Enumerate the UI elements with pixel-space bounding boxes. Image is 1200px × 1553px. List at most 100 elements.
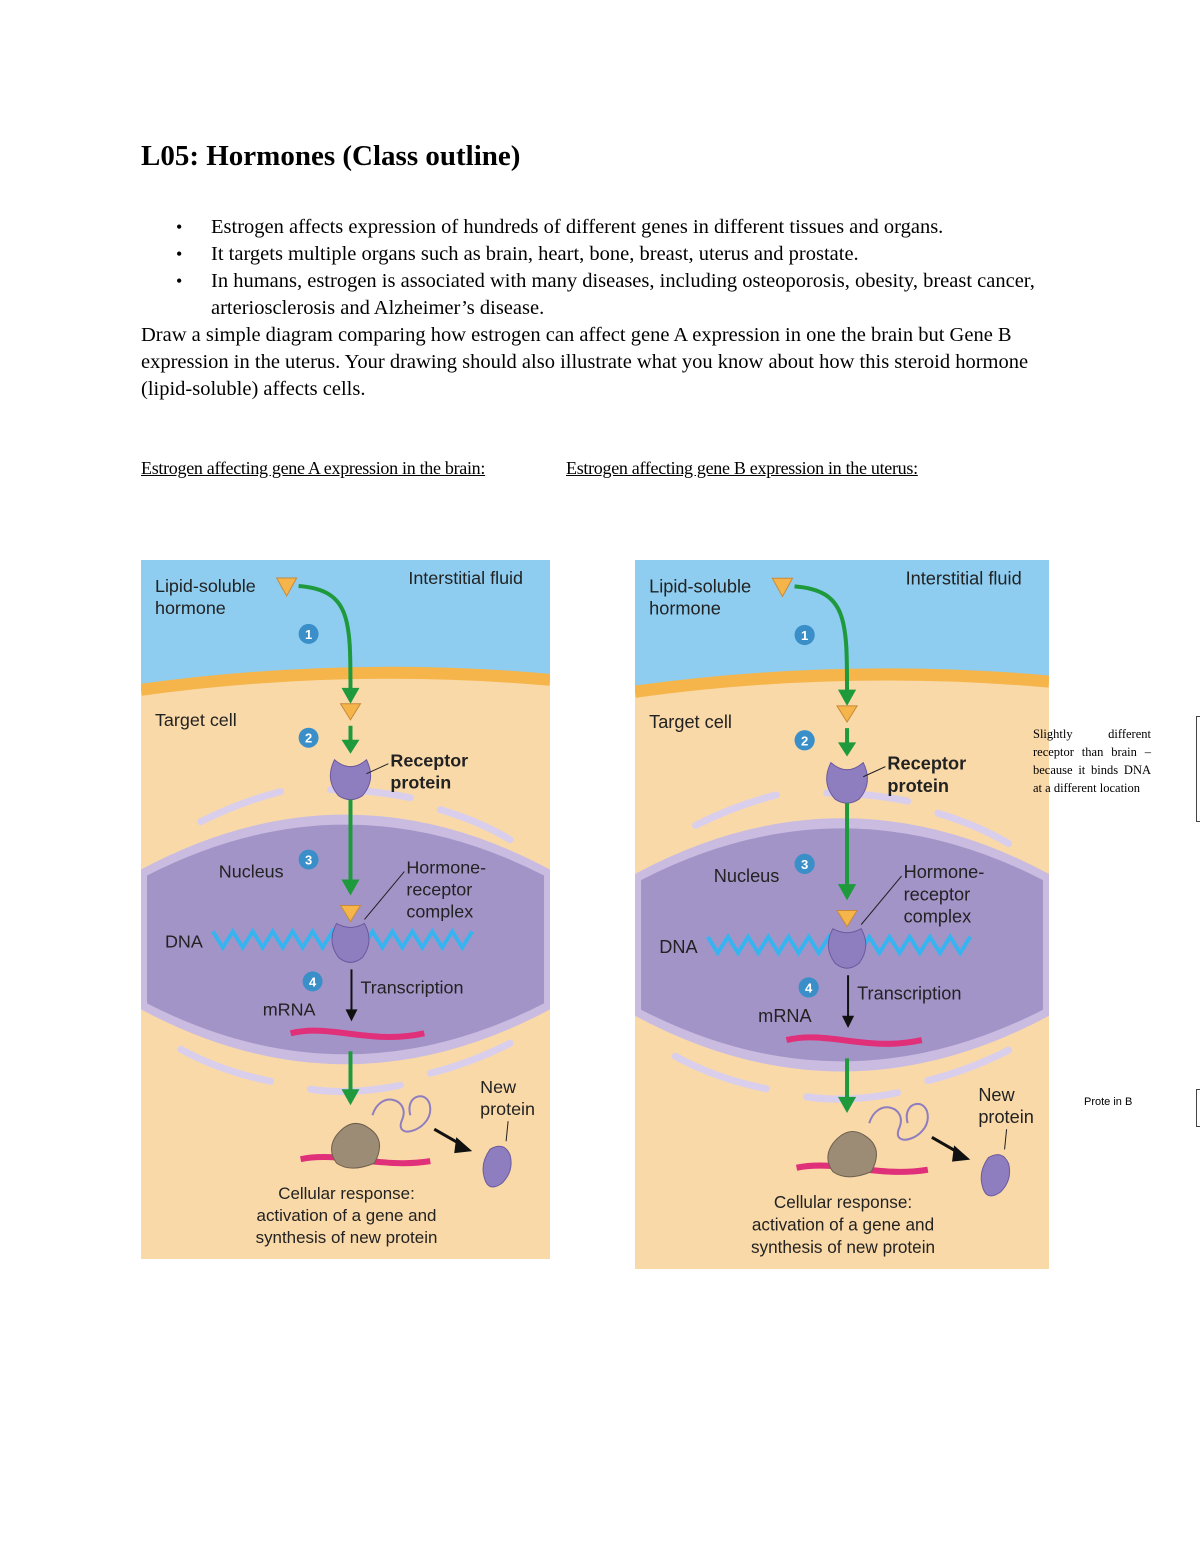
mrna-label: mRNA — [758, 1006, 812, 1026]
bullet-text: Estrogen affects expression of hundreds … — [211, 216, 944, 238]
cellular-response-label: activation of a gene and — [752, 1214, 934, 1234]
polypeptide-chain — [371, 1095, 432, 1133]
bullet-list: • Estrogen affects expression of hundreds… — [141, 214, 1071, 322]
step-number: 3 — [305, 853, 312, 868]
step-circle — [794, 624, 815, 646]
cellular-response-label: synthesis of new protein — [256, 1228, 438, 1247]
assignment-prompt: Draw a simple diagram comparing how estr… — [141, 324, 1029, 400]
cropped-box — [1196, 1089, 1200, 1127]
dna-label: DNA — [659, 937, 698, 957]
mrna-strand — [785, 1034, 923, 1047]
receptor-label: Receptor — [887, 754, 966, 774]
complex-label: Hormone- — [406, 858, 486, 878]
arrow-head — [341, 739, 360, 754]
complex-label: receptor — [406, 880, 472, 900]
hormone-molecule — [771, 577, 794, 598]
hormone-receptor-complex — [827, 927, 867, 969]
cellular-response-label: Cellular response: — [774, 1192, 912, 1212]
leader-line — [862, 766, 886, 778]
step-circle — [298, 623, 319, 644]
bullet-dot: • — [176, 244, 183, 264]
step-number: 1 — [305, 627, 312, 642]
nucleus-label: Nucleus — [714, 866, 780, 886]
subheading-brain: Estrogen affecting gene A expression in … — [141, 458, 486, 478]
side-note: Slightly different receptor than brain –… — [1033, 727, 1151, 795]
mrna-strand — [289, 1027, 425, 1040]
arrow-head — [341, 1089, 360, 1106]
arrow-head — [952, 1145, 971, 1162]
mrna-label: mRNA — [263, 999, 316, 1019]
complex-label: Hormone- — [904, 862, 985, 882]
new-protein-label: protein — [978, 1107, 1034, 1127]
target-cell-label: Target cell — [649, 712, 732, 732]
arrow-head — [341, 687, 360, 704]
receptor-label: protein — [887, 776, 949, 796]
hormone-molecule — [836, 909, 859, 928]
hormone-label: hormone — [155, 598, 226, 618]
new-protein-label: protein — [480, 1099, 535, 1119]
hormone-label: hormone — [649, 599, 721, 619]
nuclear-pores — [177, 786, 514, 1095]
arrow-head — [837, 742, 857, 757]
arrow-head — [454, 1137, 473, 1154]
complex-label: receptor — [904, 884, 971, 904]
step-number: 1 — [801, 628, 808, 643]
arrow-head — [837, 884, 857, 901]
leader-line — [1004, 1129, 1008, 1150]
diagram-brain: Lipid-soluble hormone Interstitial fluid… — [141, 560, 550, 1259]
bullet-dot: • — [176, 217, 183, 237]
hormone-label: Lipid-soluble — [649, 576, 751, 596]
nuclear-pores — [671, 789, 1013, 1103]
leader-line — [505, 1121, 509, 1142]
step-circle — [298, 849, 319, 870]
bullet-item: •It targets multiple organs such as brai… — [141, 241, 1071, 268]
receptor-protein — [329, 758, 372, 801]
hormone-label: Lipid-soluble — [155, 576, 256, 596]
new-protein-label: New — [978, 1085, 1015, 1105]
interstitial-fluid-label: Interstitial fluid — [906, 568, 1022, 588]
transcription-label: Transcription — [360, 977, 463, 997]
target-cell-label: Target cell — [155, 710, 237, 730]
diagram-uterus: Lipid-soluble hormone Interstitial fluid… — [635, 560, 1049, 1269]
leader-line — [860, 875, 902, 925]
subheading-uterus: Estrogen affecting gene B expression in … — [566, 458, 918, 478]
step-circle — [798, 977, 819, 998]
bullet-item: • In humans, estrogen is associated with … — [141, 268, 1071, 322]
page-title: L05: Hormones (Class outline) — [141, 140, 521, 172]
step-number: 4 — [309, 974, 317, 989]
cellular-response-label: Cellular response: — [278, 1184, 415, 1203]
new-protein-label: New — [480, 1077, 517, 1097]
hormone-receptor-complex — [331, 922, 370, 963]
dna-label: DNA — [165, 931, 203, 951]
cellular-response-label: synthesis of new protein — [751, 1237, 935, 1257]
bullet-dot: • — [176, 271, 183, 291]
arrow-head — [837, 689, 857, 706]
step-number: 3 — [801, 857, 808, 872]
cropped-box — [1196, 716, 1200, 822]
arrow-head — [341, 879, 360, 896]
hormone-molecule — [275, 577, 298, 597]
step-number: 2 — [801, 733, 808, 748]
transcription-label: Transcription — [857, 984, 961, 1004]
nucleus-label: Nucleus — [219, 862, 284, 882]
step-number: 4 — [805, 980, 813, 995]
polypeptide-chain — [868, 1102, 929, 1141]
leader-line — [364, 871, 405, 920]
step-circle — [298, 727, 319, 748]
arrow-head — [837, 1096, 857, 1114]
ribosome — [331, 1122, 380, 1169]
bullet-text: In humans, estrogen is associated with m… — [211, 270, 1035, 319]
step-circle — [794, 730, 815, 751]
step-number: 2 — [305, 731, 312, 746]
receptor-label: protein — [390, 773, 451, 793]
complex-label: complex — [406, 901, 473, 921]
cell-membrane — [635, 668, 1049, 698]
hormone-molecule — [339, 703, 362, 721]
cell-membrane — [141, 666, 550, 696]
hormone-molecule — [836, 705, 859, 724]
step-circle — [794, 853, 815, 874]
green-arrow — [794, 584, 850, 692]
arrow-head — [842, 1015, 855, 1028]
interstitial-fluid-label: Interstitial fluid — [408, 568, 523, 588]
receptor-label: Receptor — [390, 751, 468, 771]
